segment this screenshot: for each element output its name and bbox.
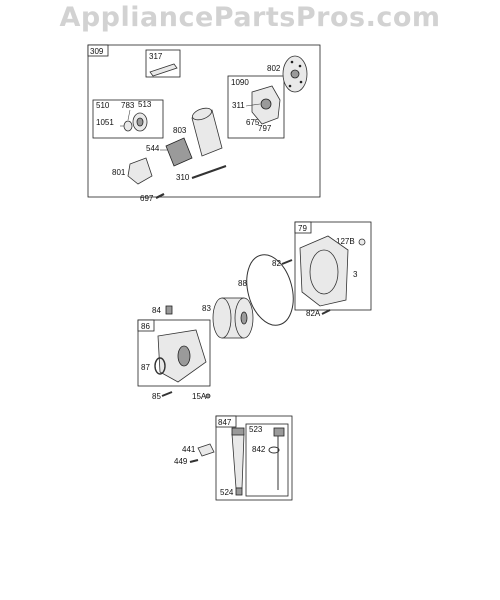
group-1090-label: 1090: [231, 78, 249, 87]
part-847-tube-top: [231, 427, 245, 436]
part-802-hole: [298, 64, 302, 68]
label-513: 513: [138, 100, 152, 109]
part-803-housing-top: [192, 107, 212, 121]
label-83: 83: [202, 304, 211, 313]
group-86-tag: [137, 319, 155, 332]
part-15a-washer: [205, 393, 211, 399]
part-802-center: [290, 69, 300, 79]
group-510-label: 510: [96, 101, 110, 110]
part-82-bolt: [281, 259, 293, 265]
part-317-clip: [149, 63, 178, 77]
label-1051: 1051: [96, 118, 114, 127]
part-79-ring: [309, 249, 339, 295]
part-88-gasket: [246, 254, 294, 326]
label-82a: 82A: [306, 309, 321, 318]
label-783: 783: [121, 101, 135, 110]
part-697-screw: [155, 193, 165, 199]
label-310: 310: [176, 173, 190, 182]
group-1090-frame: [227, 75, 285, 139]
label-87: 87: [141, 363, 150, 372]
part-802-hole: [288, 84, 292, 88]
label-82: 82: [272, 259, 281, 268]
group-309-tag: [87, 44, 109, 57]
part-544-armature: [165, 137, 193, 167]
part-127b-plug: [358, 238, 366, 246]
part-79-housing: [299, 235, 349, 307]
label-697: 697: [140, 194, 154, 203]
label-675: 675: [246, 118, 260, 127]
label-441: 441: [182, 445, 196, 454]
part-310-bolt: [191, 165, 227, 179]
part-84-nut: [165, 305, 173, 315]
label-801: 801: [112, 168, 126, 177]
part-86-cover-hub: [177, 345, 191, 367]
leader-311: [245, 103, 261, 107]
label-797: 797: [258, 124, 272, 133]
part-449-screw: [189, 459, 199, 463]
part-441-bracket: [197, 443, 215, 457]
part-802-hole: [299, 80, 303, 84]
part-802-hole: [290, 60, 294, 64]
part-523-cap: [273, 427, 285, 437]
label-524: 524: [220, 488, 234, 497]
part-847-tube: [231, 433, 245, 489]
part-311-brush: [260, 98, 272, 110]
leader-783: [127, 109, 131, 121]
group-309-label: 309: [90, 47, 104, 56]
group-847-tag: [215, 415, 237, 428]
group-317-frame: [145, 49, 181, 78]
part-82a-bolt: [321, 309, 331, 315]
part-801-bracket: [127, 157, 153, 185]
label-803: 803: [173, 126, 187, 135]
group-86-frame: [137, 319, 211, 387]
label-127b: 127B: [336, 237, 355, 246]
group-309-frame: [87, 44, 321, 198]
group-847-frame: [215, 415, 293, 501]
label-311: 311: [232, 101, 245, 110]
watermark: AppliancePartsPros.com: [59, 2, 441, 33]
part-524-seal: [235, 487, 243, 496]
group-510-frame: [92, 99, 164, 139]
group-523-frame: [245, 423, 289, 497]
group-317-label: 317: [149, 52, 163, 61]
part-83-rotor-hub: [240, 311, 248, 325]
label-544: 544: [146, 144, 160, 153]
group-847-label: 847: [218, 418, 232, 427]
group-79-label: 79: [298, 224, 307, 233]
label-85: 85: [152, 392, 161, 401]
part-783-spring: [123, 120, 133, 132]
label-842: 842: [252, 445, 266, 454]
part-83-rotor-back: [212, 297, 232, 339]
part-87-seal: [154, 357, 166, 375]
label-84: 84: [152, 306, 161, 315]
part-842-oring: [268, 446, 280, 454]
group-79-frame: [294, 221, 372, 311]
group-523-label: 523: [249, 425, 263, 434]
part-513-hub: [136, 117, 144, 127]
label-802: 802: [267, 64, 281, 73]
label-88: 88: [238, 279, 247, 288]
part-85-bolt: [161, 391, 173, 397]
label-15a: 15A: [192, 392, 207, 401]
label-449: 449: [174, 457, 188, 466]
group-79-tag: [294, 221, 312, 234]
label-3: 3: [353, 270, 358, 279]
group-86-label: 86: [141, 322, 150, 331]
